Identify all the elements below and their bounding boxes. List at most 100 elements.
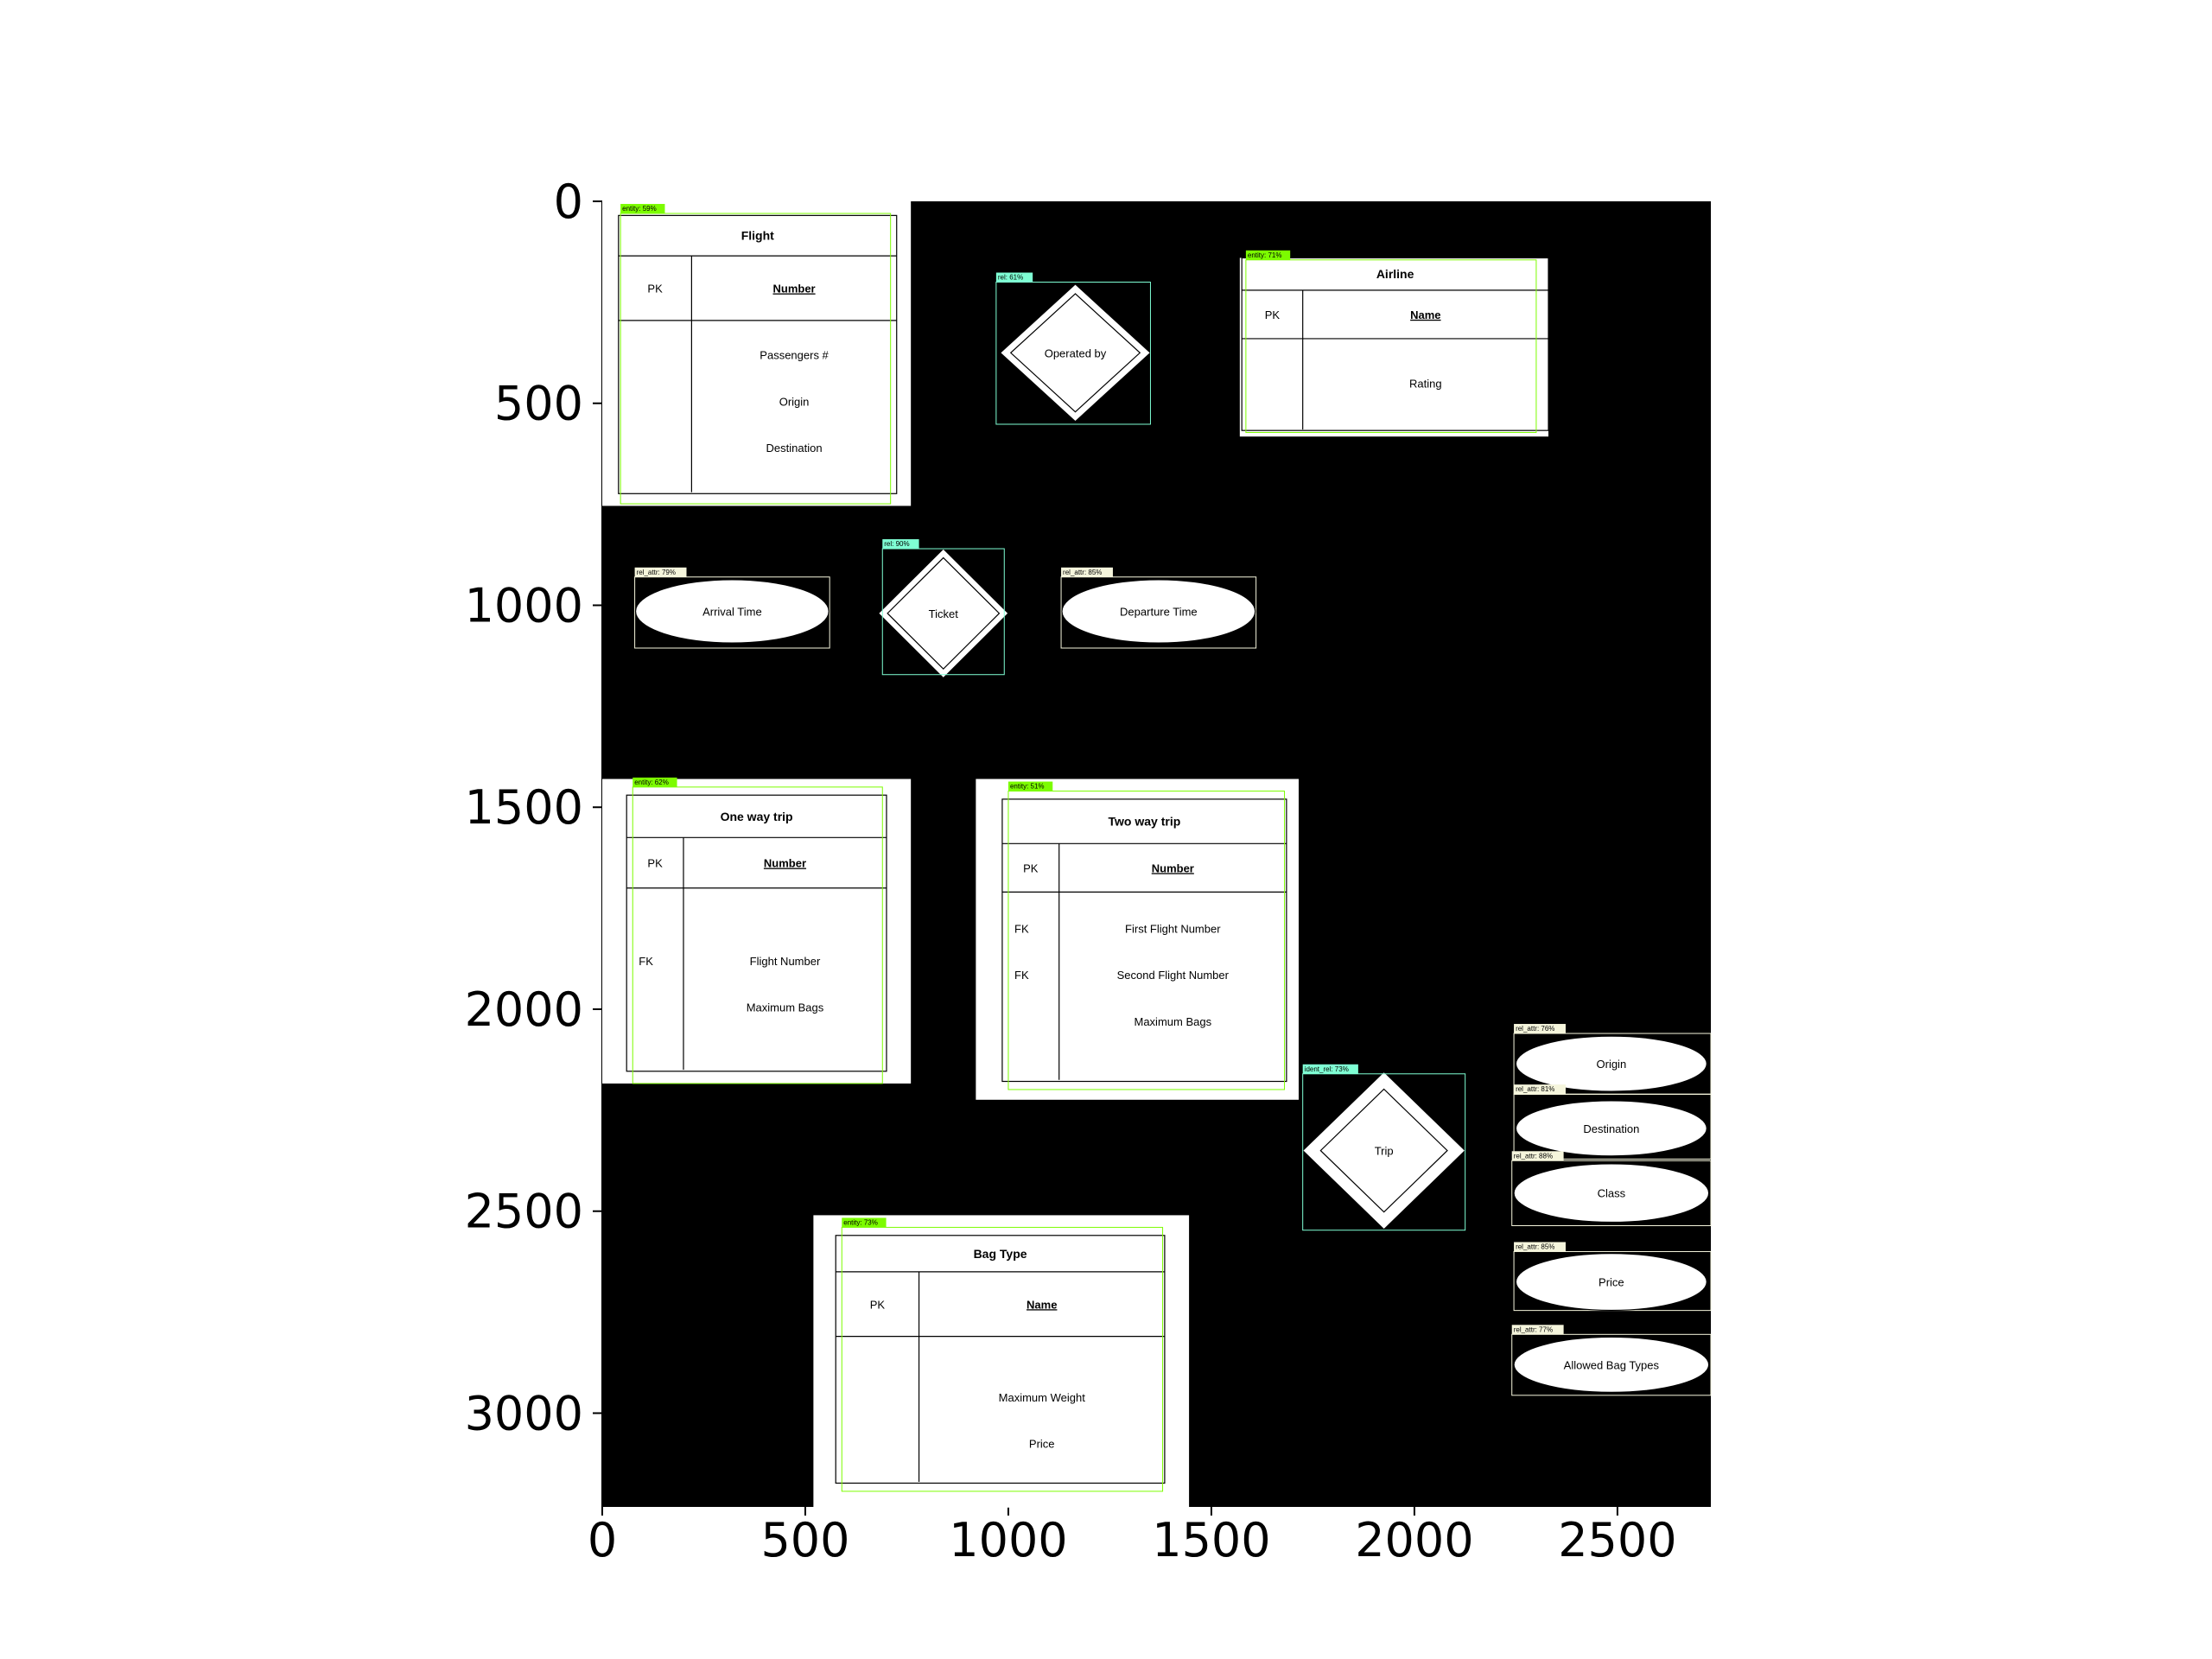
relationship-inner-diamond <box>887 556 1001 671</box>
detection-label: rel_attr: 85% <box>1516 1243 1554 1250</box>
detection-label-bg <box>1514 1242 1566 1252</box>
attribute-label: Arrival Time <box>702 606 762 619</box>
attribute-ellipse-arrival-time <box>634 579 830 644</box>
entity-pk-label: PK <box>1023 861 1039 874</box>
attribute-ellipse-destination <box>1515 1100 1707 1157</box>
x-tick-label: 0 <box>588 1513 617 1567</box>
detection-label-bg <box>882 539 919 550</box>
detection-label: rel_attr: 81% <box>1516 1085 1554 1093</box>
entity-table-border <box>618 214 898 494</box>
entity-card-flight <box>602 201 912 506</box>
entity-table-border <box>1001 798 1287 1083</box>
entity-pk-label: PK <box>647 857 663 870</box>
entity-detection-box <box>1245 259 1537 434</box>
relationship-operated-by: Operated by <box>999 283 1152 423</box>
detection-label: rel: 90% <box>884 540 909 548</box>
attribute-detection-box <box>1513 1093 1712 1160</box>
entity-pk-label: PK <box>870 1298 886 1311</box>
detection-label: rel_attr: 88% <box>1514 1152 1553 1160</box>
entity-pk-field: Number <box>764 857 806 870</box>
entity-attribute: Maximum Weight <box>999 1391 1086 1404</box>
entity-table-border <box>835 1235 1166 1484</box>
detection-label-bg <box>1302 1064 1358 1074</box>
y-tick-label: 2500 <box>465 1185 583 1239</box>
entity-title: Flight <box>741 229 774 243</box>
attribute-ellipse-class <box>1513 1163 1710 1224</box>
detection-label-bg <box>1514 1084 1566 1095</box>
entity-detection-box <box>841 1226 1164 1492</box>
y-tick-label: 3000 <box>465 1386 583 1440</box>
attribute-label: Price <box>1599 1276 1624 1289</box>
x-tick-label: 500 <box>760 1513 849 1567</box>
detection-label-bg <box>620 204 665 214</box>
entity-attribute: Second Flight Number <box>1117 969 1230 982</box>
entity-pk-field: Number <box>1152 861 1194 874</box>
attribute-label: Origin <box>1597 1058 1627 1071</box>
entity-title: Bag Type <box>974 1247 1027 1261</box>
entity-card-airline <box>1239 257 1549 437</box>
detection-label-bg <box>632 777 677 787</box>
entity-pk-field: Number <box>772 283 815 296</box>
attribute-label: Class <box>1598 1187 1626 1200</box>
entity-pk-field: Name <box>1027 1298 1057 1311</box>
y-tick-label: 500 <box>494 377 583 431</box>
detection-label-bg <box>1061 567 1113 577</box>
relationship-diamond <box>877 548 1009 679</box>
attribute-label: Destination <box>1583 1122 1639 1135</box>
attribute-ellipse-departure-time <box>1061 579 1256 644</box>
entity-pk-label: PK <box>647 283 663 296</box>
attribute-label: Allowed Bag Types <box>1564 1358 1660 1371</box>
entity-attribute: Flight Number <box>750 955 821 968</box>
entity-attribute: Origin <box>779 395 810 408</box>
y-tick-label: 0 <box>554 175 583 229</box>
entity-attribute: Price <box>1029 1438 1055 1451</box>
entity-fk-label: FK <box>1014 922 1029 935</box>
relationship-inner-diamond <box>1009 293 1141 413</box>
relationship-diamond <box>999 283 1152 423</box>
relationship-trip: Trip <box>1301 1071 1466 1230</box>
attribute-ellipse-allowed-bag-types <box>1513 1336 1710 1393</box>
relationship-label: Operated by <box>1045 346 1107 359</box>
entity-attribute: Passengers # <box>760 349 829 362</box>
detection-label: rel_attr: 77% <box>1514 1325 1553 1333</box>
attribute-detection-box <box>1511 1333 1712 1396</box>
attribute-label: Departure Time <box>1120 606 1198 619</box>
entity-title: Two way trip <box>1109 815 1181 829</box>
attribute-detection-box <box>1511 1160 1712 1226</box>
relationship-detection-box <box>1302 1073 1466 1231</box>
entity-table-border <box>626 794 887 1072</box>
entity-card-two-way-trip <box>976 779 1299 1100</box>
entity-attribute: Maximum Bags <box>1135 1015 1212 1028</box>
entity-fk-label: FK <box>639 955 653 968</box>
entity-detection-box <box>632 786 883 1084</box>
detection-label: rel_attr: 79% <box>637 569 676 576</box>
attribute-ellipse-origin <box>1515 1035 1707 1092</box>
entity-detection-box <box>1007 791 1286 1090</box>
detection-label-bg <box>634 567 687 577</box>
y-tick-label: 1000 <box>465 578 583 632</box>
entity-detection-box <box>620 213 892 505</box>
x-tick-label: 1500 <box>1152 1513 1270 1567</box>
entity-attribute: Maximum Bags <box>747 1001 824 1014</box>
detection-label-bg <box>842 1217 887 1228</box>
detection-label: rel_attr: 85% <box>1063 569 1102 576</box>
detection-label-bg <box>1511 1325 1564 1335</box>
detection-label-bg <box>995 272 1033 283</box>
detection-label: rel_attr: 76% <box>1516 1025 1554 1033</box>
entity-title: Airline <box>1376 267 1414 281</box>
detection-label: entity: 71% <box>1248 251 1282 259</box>
detection-label-bg <box>1245 250 1291 260</box>
attribute-detection-box <box>1060 576 1257 649</box>
relationship-diamond <box>1301 1071 1466 1230</box>
entity-table-border <box>1241 257 1549 431</box>
entity-card-one-way-trip <box>602 779 912 1084</box>
y-tick-label: 1500 <box>465 780 583 835</box>
relationship-inner-diamond <box>1319 1088 1448 1213</box>
relationship-label: Ticket <box>929 607 959 620</box>
